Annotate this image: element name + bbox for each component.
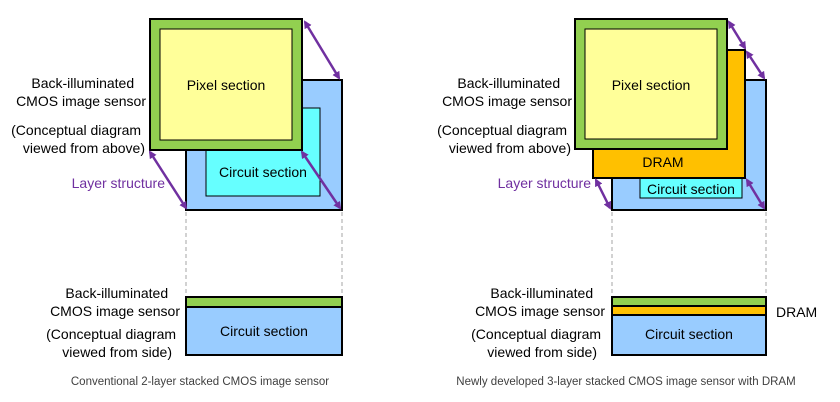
right-side-dram-layer [611,305,767,316]
right-sensor-title: Back-illuminated CMOS image sensor [442,75,572,109]
right-side-dram-label: DRAM [776,304,817,320]
left-pixel-layer [159,28,293,141]
right-side-circuit-label: Circuit section [645,326,733,342]
left-layer-structure: Layer structure [72,175,166,191]
left-side-pixel-layer [185,296,343,308]
right-guide-lines [611,212,767,296]
left-sensor-title: Back-illuminated CMOS image sensor [16,75,146,109]
left-side-circuit-layer [185,306,343,356]
left-from-above: (Conceptual diagram viewed from above) [11,122,145,156]
right-panel: Circuit section DRAM Pixel section Back-… [437,18,817,388]
layer-arrow-icon [148,20,342,210]
right-dram-label: DRAM [642,154,683,170]
right-circuit-label: Circuit section [647,181,735,197]
right-side-title: Back-illuminated CMOS image sensor [475,285,605,319]
left-side-title: Back-illuminated CMOS image sensor [50,285,180,319]
left-caption: Conventional 2-layer stacked CMOS image … [71,376,329,388]
left-side-circuit-label: Circuit section [220,323,308,339]
left-panel: Circuit section Pixel section Back-illum… [11,18,343,388]
layer-arrow-icon [594,20,766,210]
right-layer-structure: Layer structure [498,175,592,191]
right-caption: Newly developed 3-layer stacked CMOS ima… [456,376,795,388]
right-side-pixel-layer [611,296,767,307]
left-circuit-label: Circuit section [219,164,307,180]
left-from-side: (Conceptual diagram viewed from side) [46,326,180,360]
right-pixel-label: Pixel section [612,77,691,93]
right-side-circuit-layer [611,314,767,356]
right-from-side: (Conceptual diagram viewed from side) [471,326,605,360]
right-from-above: (Conceptual diagram viewed from above) [437,122,571,156]
right-pixel-layer [584,28,718,140]
left-guide-lines [185,212,343,296]
left-pixel-label: Pixel section [187,77,266,93]
